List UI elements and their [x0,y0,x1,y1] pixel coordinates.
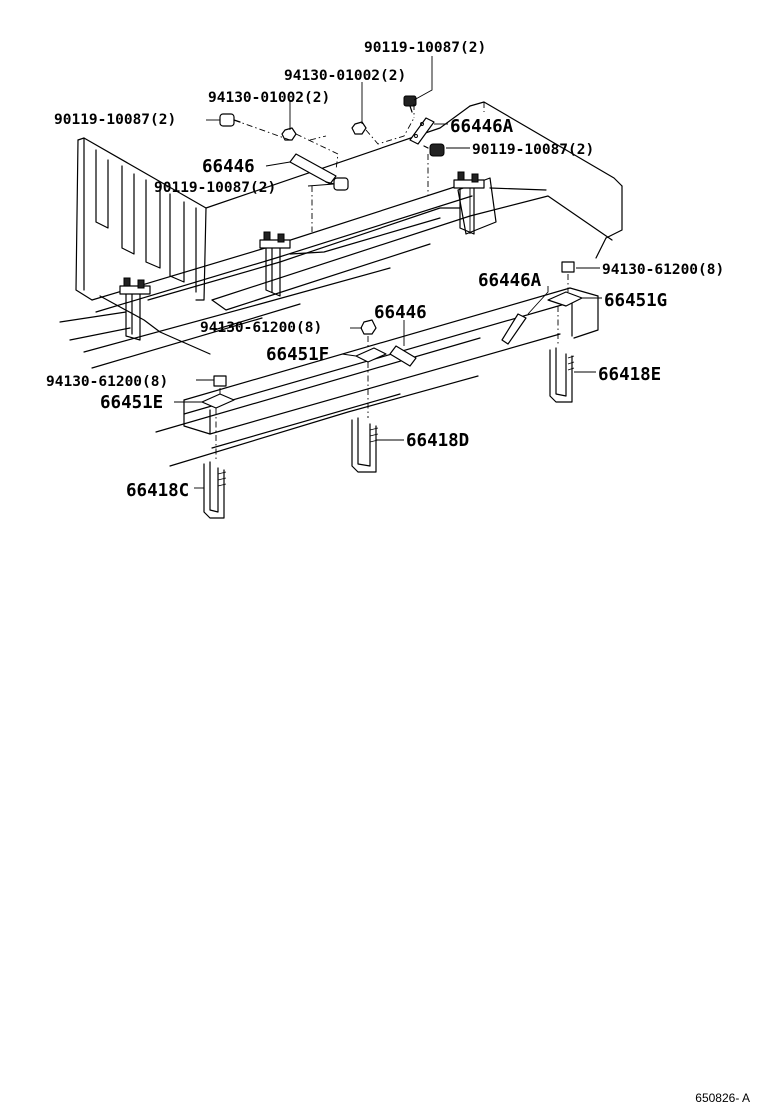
upper-ubolt-left [119,277,151,341]
bolt-right-icon [423,143,445,157]
seat-66451e-icon [201,388,235,409]
nut-top-left-icon [281,127,297,141]
ubolt-66418d-icon [351,362,379,473]
upper-ubolts [119,171,485,341]
lower-sill-outline [155,287,599,467]
callout-ubolt-66418d: 66418D [406,431,469,451]
callout-seat-66451e: 66451E [100,393,163,413]
callout-bracket-66446-lower: 66446 [374,303,427,323]
nut-top-right-icon [351,121,367,135]
callout-bracket-66446a-lower: 66446A [478,271,542,291]
upper-ubolt-mid [259,231,291,297]
callout-ubolt-66418c: 66418C [126,481,189,501]
callout-seat-66451g: 66451G [604,291,667,311]
callout-bracket-66446a-top: 66446A [450,117,514,137]
bracket-66446a-lower-icon [501,313,527,345]
truck-bed-outline [59,101,623,369]
callout-labels: 90119-10087(2) 94130-01002(2) 94130-0100… [46,40,724,501]
nut-lower-left-icon [213,375,227,387]
ubolt-66418e-icon [549,306,575,403]
nut-lower-right-icon [561,261,575,273]
bracket-66446a-top-icon [409,117,435,145]
callout-ubolt-66418e: 66418E [598,365,661,385]
callout-nut-lower-mid: 94130-61200(8) [200,320,322,336]
seat-66451f-icon [355,336,387,363]
bolt-left-icon [219,113,241,127]
callout-nut-lower-left: 94130-61200(8) [46,374,168,390]
diagram-reference-number: 650826- A [695,1091,750,1105]
callout-bolt-left: 90119-10087(2) [54,112,176,128]
callout-bolt-mid: 90119-10087(2) [154,180,276,196]
callout-seat-66451f: 66451F [266,345,329,365]
callout-bolt-top: 90119-10087(2) [364,40,486,56]
bracket-66446-upper-icon [289,153,337,185]
bracket-66446-lower-icon [389,345,417,367]
lower-hardware [201,261,583,519]
callout-nut-top-left: 94130-01002(2) [208,90,330,106]
upper-ubolt-right [453,171,485,235]
bolt-top-icon [403,95,417,113]
callout-nut-top-right: 94130-01002(2) [284,68,406,84]
upper-hardware [219,95,445,232]
leader-lines [174,56,602,489]
callout-bolt-right: 90119-10087(2) [472,142,594,158]
ubolt-66418c-icon [203,408,227,519]
callout-bracket-66446-upper: 66446 [202,157,255,177]
callout-nut-lower-right: 94130-61200(8) [602,262,724,278]
